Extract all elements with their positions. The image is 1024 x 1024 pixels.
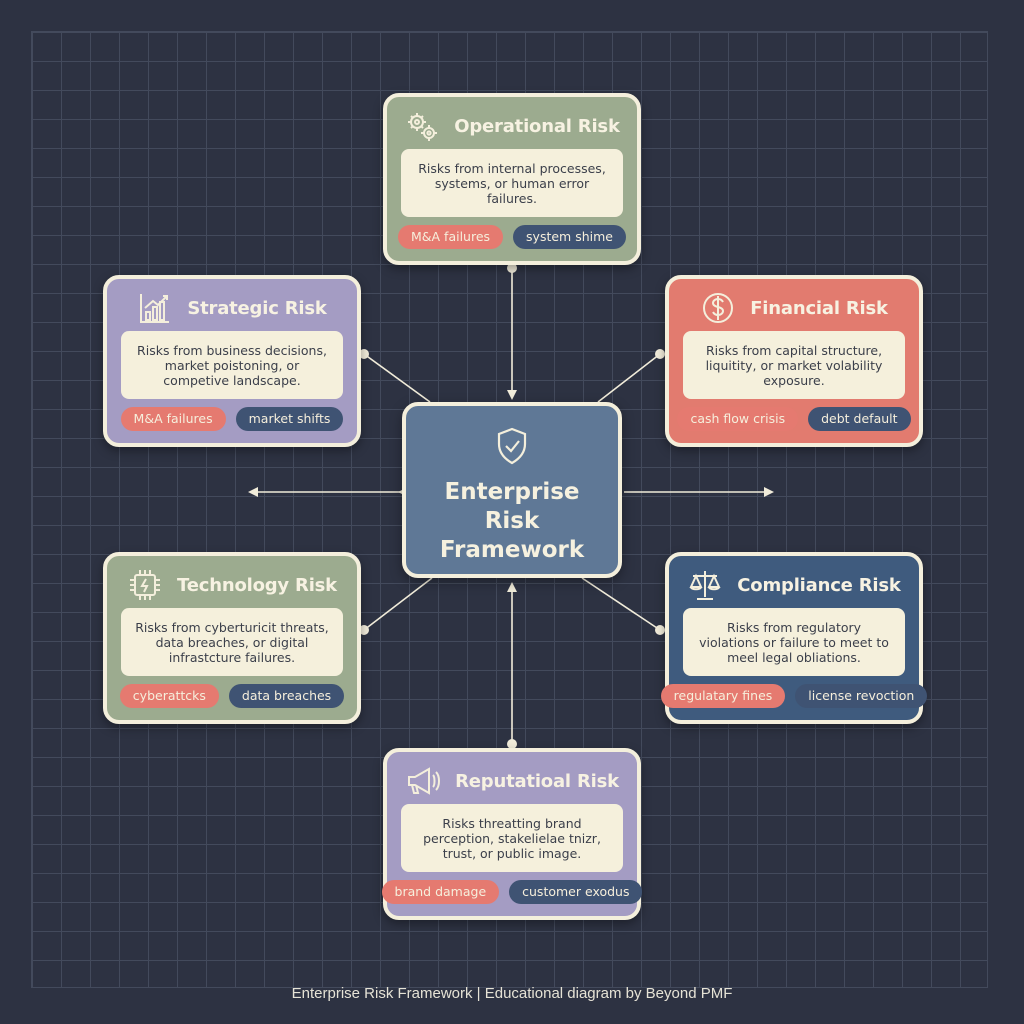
footer-caption: Enterprise Risk Framework | Educational … [291,985,733,1002]
card-description: Risks from capital structure, liquitity,… [683,331,905,399]
card-description: Risks from regulatory violations or fail… [683,608,905,676]
chip-icon [130,570,161,600]
card-compliance-risk: Compliance Risk Risks from regulatory vi… [660,552,928,724]
tag: customer exodus [509,880,643,904]
card-financial-risk: Financial Risk Risks from capital struct… [665,275,923,447]
megaphone-icon [408,767,441,795]
tag: M&A failures [397,225,504,249]
tag: data breaches [228,684,345,708]
card-description: Risks from internal processes, systems, … [401,149,623,217]
shield-check-icon [497,427,527,465]
tag: regulatary fines [660,684,786,708]
scales-icon [689,571,721,600]
tag: cash flow crisis [677,407,799,431]
center-title: Enterprise Risk Framework [439,479,585,563]
card-strategic-risk: Strategic Risk Risks from business decis… [103,275,361,447]
card-description: Risks threatting brand perception, stake… [401,804,623,872]
card-operational-risk: Operational Risk Risks from internal pro… [383,93,641,265]
center-node: Enterprise Risk Framework [402,402,622,578]
tag: debt default [808,407,911,431]
card-description: Risks from business decisions, market po… [121,331,343,399]
link-compliance [581,577,661,631]
link-technology [363,577,433,631]
tag: cyberattcks [119,684,219,708]
card-technology-risk: Technology Risk Risks from cyberturicit … [103,552,361,724]
bar-chart-icon [140,294,170,323]
link-strategic [363,353,431,403]
tag: M&A failures [120,407,226,431]
tag: market shifts [235,407,344,431]
gears-icon [408,113,438,141]
card-title: Reputatioal Risk [455,770,619,792]
tag: license revoction [795,684,928,708]
card-title: Operational Risk [454,115,620,137]
tag: system shime [513,225,626,249]
card-title: Financial Risk [750,297,888,319]
tag: brand damage [381,880,500,904]
link-financial [597,353,661,403]
card-description: Risks from cyberturicit threats, data br… [121,608,343,676]
card-reputational-risk: Reputatioal Risk Risks threatting brand … [381,748,643,920]
card-title: Technology Risk [177,574,337,596]
dollar-icon [703,293,734,323]
card-title: Strategic Risk [187,297,327,319]
card-title: Compliance Risk [737,574,901,596]
